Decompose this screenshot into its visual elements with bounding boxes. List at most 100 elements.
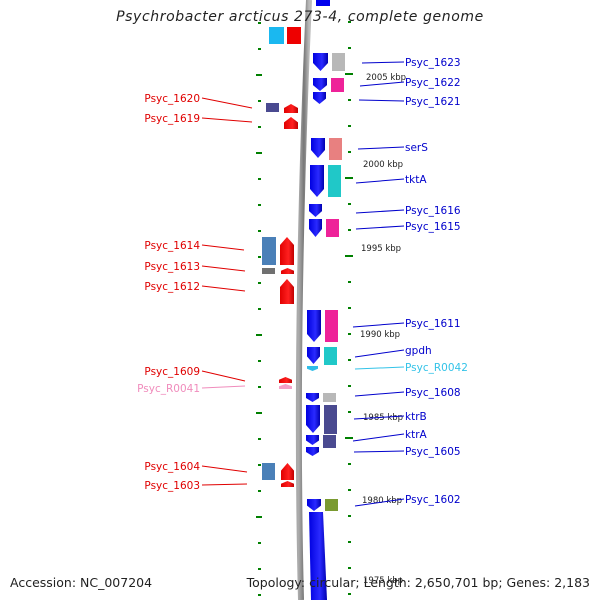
tick-mark <box>348 151 351 153</box>
gene-label-psyc_1615[interactable]: Psyc_1615 <box>405 221 461 233</box>
gene-label-psyc_1614[interactable]: Psyc_1614 <box>144 240 200 252</box>
tick-mark <box>348 541 351 543</box>
gene-arrow-reverse <box>313 92 326 104</box>
kbp-markers: 2005 kbp 2000 kbp 1995 kbp 1990 kbp 1985 kbp… <box>360 73 406 586</box>
gene-label-psyc_1620[interactable]: Psyc_1620 <box>144 93 200 105</box>
tick-mark <box>348 99 351 101</box>
tick-mark <box>258 308 261 310</box>
gene-arrow-reverse <box>310 165 324 197</box>
gene-arrow-reverse <box>306 435 319 445</box>
gene-arrow-forward <box>281 481 294 487</box>
tick-mark <box>258 282 261 284</box>
tick-mark <box>258 542 261 544</box>
leader-line <box>355 209 405 214</box>
tick-mark <box>258 594 261 596</box>
tick-mark <box>258 464 261 466</box>
tick-mark <box>345 73 353 75</box>
tick-mark <box>258 438 261 440</box>
gene-label-psyc_1608[interactable]: Psyc_1608 <box>405 387 461 399</box>
kbp-label: 1995 kbp <box>361 244 401 254</box>
leader-line <box>201 465 248 473</box>
leader-line <box>358 99 405 102</box>
gene-label-psyc_1622[interactable]: Psyc_1622 <box>405 77 461 89</box>
cog-box <box>324 405 337 434</box>
gene-arrow-forward <box>279 377 292 383</box>
gene-arrow-reverse <box>307 499 321 511</box>
gene-label-psyc_1605[interactable]: Psyc_1605 <box>405 446 461 458</box>
tick-mark <box>256 412 262 414</box>
tick-mark <box>348 593 351 595</box>
leader-line <box>201 483 248 486</box>
gene-arrow-reverse <box>309 204 322 217</box>
tick-mark <box>258 230 261 232</box>
gene-label-psyc_1602[interactable]: Psyc_1602 <box>405 494 461 506</box>
gene-label-tkta[interactable]: tktA <box>405 174 427 186</box>
leader-line <box>201 370 246 382</box>
gene-label-psyc_1619[interactable]: Psyc_1619 <box>144 113 200 125</box>
gene-label-ktra[interactable]: ktrA <box>405 429 428 441</box>
kbp-label: 1975 kbp <box>363 576 403 586</box>
cog-box <box>324 347 337 365</box>
kbp-label: 1985 kbp <box>363 413 403 423</box>
leader-line <box>354 366 405 370</box>
gene-label-psyc_r0042[interactable]: Psyc_R0042 <box>405 362 468 374</box>
tick-mark <box>348 463 351 465</box>
tick-mark <box>345 255 353 257</box>
gene-arrow-forward <box>280 279 294 304</box>
gene-label-psyc_1611[interactable]: Psyc_1611 <box>405 318 461 330</box>
tick-mark <box>258 178 261 180</box>
kbp-label: 2000 kbp <box>363 160 403 170</box>
gene-label-psyc_r0041[interactable]: Psyc_R0041 <box>137 383 200 395</box>
gene-label-psyc_1623[interactable]: Psyc_1623 <box>405 57 461 69</box>
leader-line <box>353 450 405 453</box>
tick-mark <box>348 229 351 231</box>
gene-arrow-forward <box>279 384 292 389</box>
gene-arrow-reverse <box>309 219 322 237</box>
leader-line <box>354 349 405 358</box>
leader-line <box>201 285 246 292</box>
tick-mark <box>258 22 261 24</box>
gene-label-psyc_1604[interactable]: Psyc_1604 <box>144 461 200 473</box>
accession-text: Accession: NC_007204 <box>10 575 153 590</box>
leader-line <box>352 433 405 442</box>
tick-mark <box>348 333 351 335</box>
tick-mark <box>258 126 261 128</box>
leader-line <box>201 117 253 123</box>
gene-label-psyc_1612[interactable]: Psyc_1612 <box>144 281 200 293</box>
tick-mark <box>345 177 353 179</box>
gene-label-sers[interactable]: serS <box>405 142 428 154</box>
gene-label-ktrb[interactable]: ktrB <box>405 411 427 423</box>
cog-box <box>332 53 345 71</box>
gene-label-psyc_1616[interactable]: Psyc_1616 <box>405 205 461 217</box>
gene-label-gpdh[interactable]: gpdh <box>405 345 432 357</box>
leader-line <box>354 391 405 397</box>
top-gene-red <box>287 27 301 44</box>
tick-track-right <box>345 21 353 595</box>
tick-mark <box>256 334 262 336</box>
cog-box <box>262 268 275 274</box>
tick-mark <box>348 489 351 491</box>
tick-mark <box>256 152 262 154</box>
gene-arrow-reverse <box>309 512 327 600</box>
gene-arrow-reverse <box>307 366 318 371</box>
cog-box <box>323 393 336 402</box>
leader-line <box>201 97 253 109</box>
tick-mark <box>256 516 262 518</box>
kbp-label: 2005 kbp <box>366 73 406 83</box>
tick-mark <box>258 100 261 102</box>
gene-arrow-reverse <box>307 310 321 342</box>
cog-box <box>329 138 342 160</box>
gene-label-psyc_1613[interactable]: Psyc_1613 <box>144 261 200 273</box>
cog-boxes <box>262 53 345 511</box>
tick-mark <box>345 437 353 439</box>
gene-arrow-reverse <box>306 447 319 456</box>
gene-label-psyc_1603[interactable]: Psyc_1603 <box>144 480 200 492</box>
cog-box <box>331 78 344 92</box>
gene-arrow-forward <box>281 463 294 480</box>
cog-box <box>328 165 341 197</box>
kbp-label: 1990 kbp <box>360 330 400 340</box>
gene-label-psyc_1609[interactable]: Psyc_1609 <box>144 366 200 378</box>
gene-label-psyc_1621[interactable]: Psyc_1621 <box>405 96 461 108</box>
top-cog-box-cyan <box>269 27 284 44</box>
